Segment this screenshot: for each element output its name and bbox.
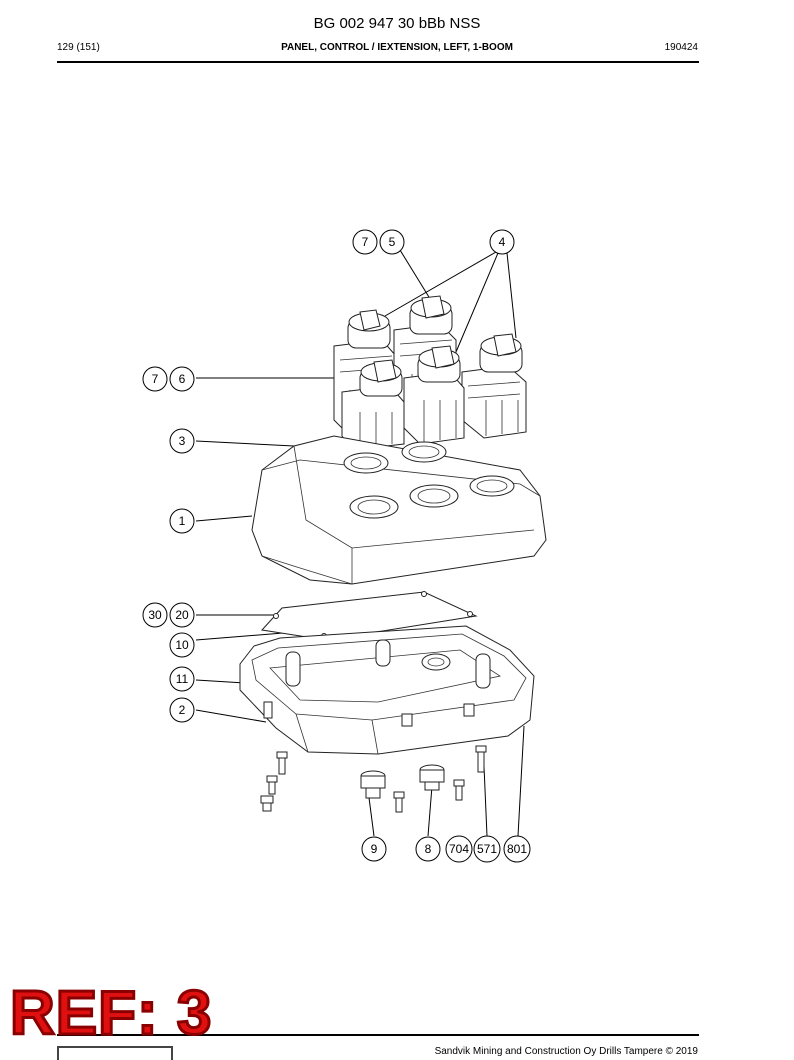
svg-text:30: 30 [148, 608, 162, 622]
svg-text:8: 8 [425, 842, 432, 856]
callout-10: 10 [169, 632, 195, 658]
footer-divider [57, 1034, 699, 1036]
callout-20: 20 [169, 602, 195, 628]
screw-c [260, 795, 274, 812]
callout-704: 704 [445, 835, 473, 863]
selector-switch-front-left [341, 359, 405, 451]
svg-text:571: 571 [477, 842, 497, 856]
control-panel-cover [251, 435, 547, 585]
cable-gland-plug-8 [419, 764, 445, 791]
screw-f [475, 745, 487, 773]
selector-switch-front-center [403, 345, 465, 445]
svg-text:704: 704 [449, 842, 469, 856]
page-number: 129 (151) [57, 42, 100, 53]
callout-30: 30 [142, 602, 168, 628]
callout-3: 3 [169, 428, 195, 454]
svg-text:6: 6 [179, 372, 186, 386]
fasteners [260, 745, 487, 813]
svg-text:20: 20 [175, 608, 189, 622]
callout-5: 5 [379, 229, 405, 255]
header-divider [57, 61, 699, 63]
selector-switch-back-right [461, 333, 527, 439]
callout-8: 8 [415, 836, 441, 862]
section-title: PANEL, CONTROL / IEXTENSION, LEFT, 1-BOO… [281, 42, 513, 53]
svg-text:10: 10 [175, 638, 189, 652]
leader-lines [195, 249, 525, 837]
svg-text:7: 7 [362, 235, 369, 249]
callout-1: 1 [169, 508, 195, 534]
svg-text:5: 5 [389, 235, 396, 249]
screw-d [393, 791, 405, 813]
callout-7-top: 7 [352, 229, 378, 255]
copyright-footer: Sandvik Mining and Construction Oy Drill… [434, 1046, 698, 1057]
callout-11: 11 [169, 666, 195, 692]
callout-9: 9 [361, 836, 387, 862]
callout-4: 4 [489, 229, 515, 255]
base-housing [239, 625, 535, 755]
date-code: 190424 [664, 42, 698, 53]
callout-7-side: 7 [142, 366, 168, 392]
screw-e [453, 779, 465, 801]
callout-6: 6 [169, 366, 195, 392]
svg-text:801: 801 [507, 842, 527, 856]
svg-text:11: 11 [176, 672, 189, 686]
svg-text:3: 3 [179, 434, 186, 448]
svg-text:2: 2 [179, 703, 186, 717]
svg-text:9: 9 [371, 842, 378, 856]
svg-text:4: 4 [499, 235, 506, 249]
screw-a [276, 751, 288, 775]
screw-b [266, 775, 278, 795]
ref-stamp: REF: 3 [8, 979, 213, 1048]
callout-801: 801 [503, 835, 531, 863]
callout-571: 571 [473, 835, 501, 863]
cable-gland-plug-9 [360, 770, 386, 799]
document-title: BG 002 947 30 bBb NSS [313, 15, 481, 32]
company-logo [57, 1046, 173, 1060]
selector-switch-group [333, 295, 527, 451]
svg-text:7: 7 [152, 372, 159, 386]
callout-2: 2 [169, 697, 195, 723]
svg-text:1: 1 [179, 514, 186, 528]
